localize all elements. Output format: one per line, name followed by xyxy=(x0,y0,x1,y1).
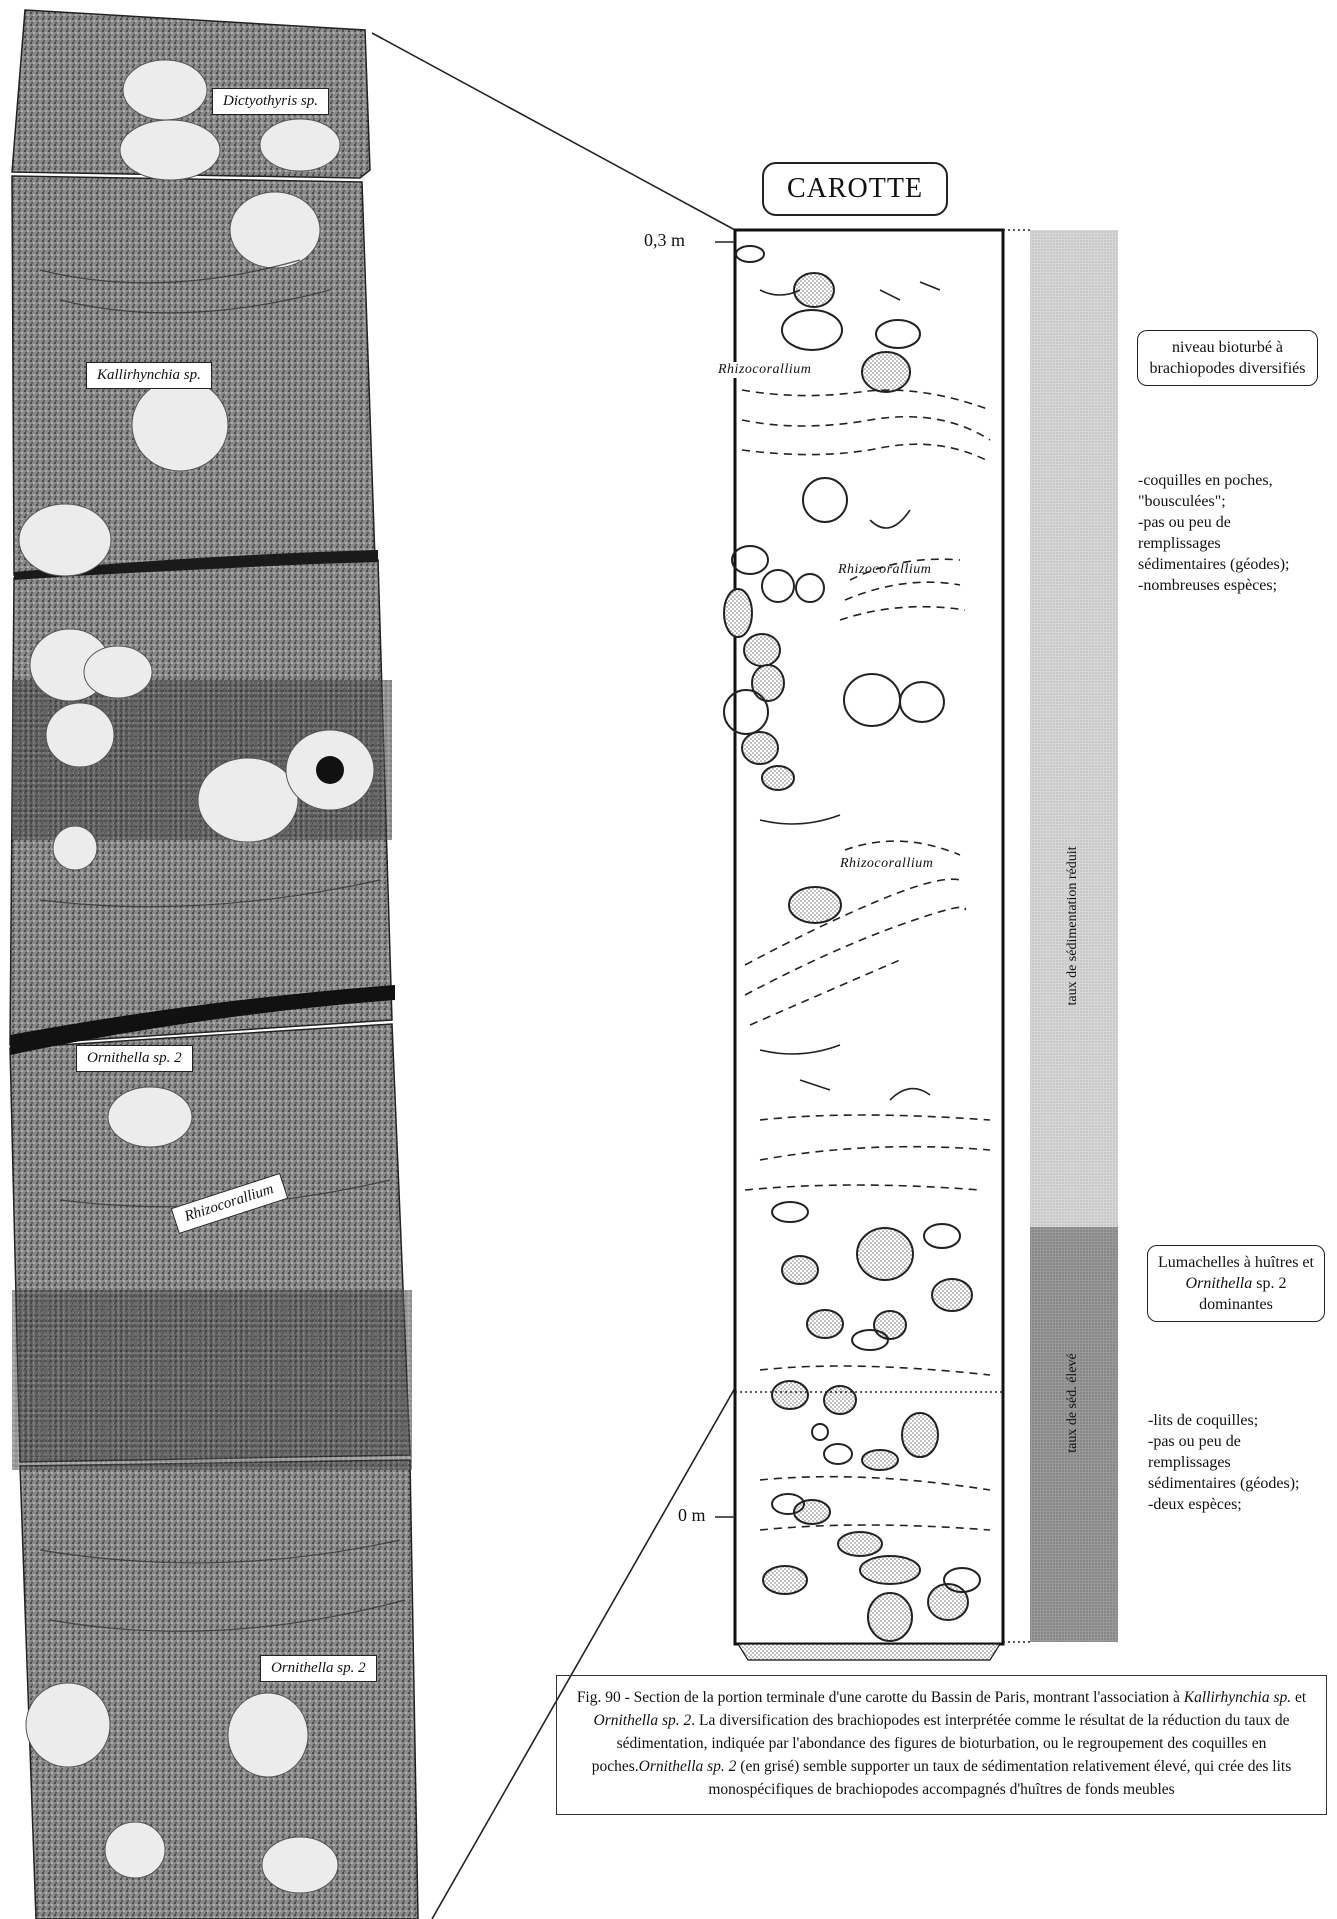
note-upper-line: -coquilles en poches, xyxy=(1138,470,1337,491)
note-upper-line: remplissages xyxy=(1138,533,1337,554)
note-box-lower: Lumachelles à huîtres et Ornithella sp. … xyxy=(1147,1245,1325,1322)
core-drawing xyxy=(715,230,1030,1660)
note-upper-line: -pas ou peu de xyxy=(1138,512,1337,533)
note-lower-line: -deux espèces; xyxy=(1148,1494,1337,1515)
trace-label-3: Rhizocorallium xyxy=(840,856,933,872)
caption-italic: Ornithella sp. 2 xyxy=(639,1758,737,1775)
note-lower-line: -lits de coquilles; xyxy=(1148,1410,1337,1431)
figure-caption: Fig. 90 - Section de la portion terminal… xyxy=(556,1675,1327,1815)
photo-label-ornithella-upper: Ornithella sp. 2 xyxy=(76,1045,193,1072)
photo-label-kallirhynchia: Kallirhynchia sp. xyxy=(86,362,212,389)
core-title: CAROTTE xyxy=(762,162,948,216)
photo-label-dictyothyris: Dictyothyris sp. xyxy=(212,88,329,115)
note-list-lower: -lits de coquilles; -pas ou peu de rempl… xyxy=(1148,1410,1337,1515)
rate-label-high: taux de séd. élevé xyxy=(1065,1348,1081,1458)
note-upper-line: -nombreuses espèces; xyxy=(1138,575,1337,596)
note-upper-line: sédimentaires (géodes); xyxy=(1138,554,1337,575)
caption-italic: Kallirhynchia sp. xyxy=(1184,1689,1291,1706)
rate-bar-reduced xyxy=(1030,230,1118,1227)
note-lower-line: sédimentaires (géodes); xyxy=(1148,1473,1337,1494)
scale-top-label: 0,3 m xyxy=(644,230,685,251)
note-lower-line: -pas ou peu de xyxy=(1148,1431,1337,1452)
trace-label-2: Rhizocorallium xyxy=(838,562,931,578)
note-lower-italic: Ornithella xyxy=(1186,1275,1253,1292)
connector-top xyxy=(372,33,735,230)
trace-label-1: Rhizocorallium xyxy=(718,362,811,378)
note-list-upper: -coquilles en poches, "bousculées"; -pas… xyxy=(1138,470,1337,596)
connector-bottom xyxy=(432,1388,735,1919)
note-lower-text: Lumachelles à huîtres et xyxy=(1158,1254,1314,1271)
caption-italic: Ornithella sp. 2 xyxy=(594,1712,692,1729)
scale-bottom-label: 0 m xyxy=(678,1505,706,1526)
photo-label-ornithella-lower: Ornithella sp. 2 xyxy=(260,1655,377,1682)
caption-part: (en grisé) semble supporter un taux de s… xyxy=(708,1758,1291,1798)
rate-label-reduced: taux de sédimentation réduit xyxy=(1065,836,1081,1016)
caption-part: et xyxy=(1291,1689,1306,1706)
core-photograph xyxy=(10,10,418,1919)
note-lower-line: remplissages xyxy=(1148,1452,1337,1473)
note-box-upper: niveau bioturbé à brachiopodes diversifi… xyxy=(1137,330,1318,386)
note-upper-line: "bousculées"; xyxy=(1138,491,1337,512)
caption-part: Fig. 90 - Section de la portion terminal… xyxy=(577,1689,1184,1706)
